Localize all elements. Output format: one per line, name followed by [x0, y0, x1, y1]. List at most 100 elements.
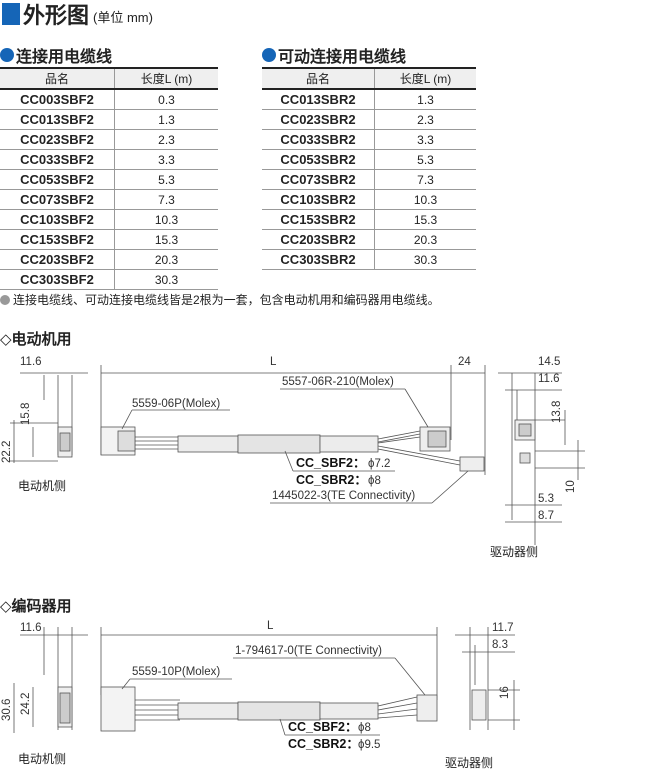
dim-label: 30.6	[1, 699, 13, 721]
dim-label: 10	[565, 480, 577, 493]
length-value: 7.3	[114, 189, 218, 210]
product-name: CC023SBF2	[0, 129, 115, 150]
product-name: CC003SBF2	[0, 89, 115, 110]
length-value: 30.3	[374, 249, 476, 270]
product-name: CC053SBR2	[262, 149, 375, 170]
dim-label: 14.5	[538, 356, 560, 368]
length-value: 30.3	[114, 269, 218, 290]
dim-label: 8.7	[538, 510, 554, 522]
cable-type-label: CC_SBF2：	[296, 456, 365, 470]
connector-label: 5557-06R-210(Molex)	[282, 376, 394, 388]
dim-label: 11.6	[20, 356, 42, 368]
length-value: 2.3	[114, 129, 218, 150]
cable-diameter: ϕ8	[358, 722, 371, 734]
length-value: 1.3	[374, 89, 476, 110]
product-name: CC153SBR2	[262, 209, 375, 230]
dim-label: 22.2	[1, 441, 13, 463]
product-name: CC153SBF2	[0, 229, 115, 250]
driver-side-label: 驱动器侧	[445, 756, 493, 770]
cable-type-label: CC_SBF2：	[288, 720, 357, 734]
dim-label: 11.7	[492, 622, 514, 634]
right-table-heading: 可动连接用电缆线	[262, 43, 406, 67]
length-value: 3.3	[374, 129, 476, 150]
product-name: CC013SBF2	[0, 109, 115, 130]
product-name: CC103SBR2	[262, 189, 375, 210]
product-name: CC053SBF2	[0, 169, 115, 190]
motor-side-label: 电动机侧	[18, 752, 66, 766]
cable-diameter: ϕ8	[368, 475, 381, 487]
length-value: 15.3	[374, 209, 476, 230]
note: 连接电缆线、可动连接电缆线皆是2根为一套，包含电动机用和编码器用电缆线。	[0, 291, 440, 308]
dim-label: L	[270, 356, 277, 368]
cable-diameter: ϕ7.2	[368, 458, 390, 470]
connector-label: 5559-06P(Molex)	[132, 398, 220, 410]
connector-label: 1445022-3(TE Connectivity)	[272, 490, 415, 502]
bullet-icon	[0, 48, 14, 62]
motor-cable-drawing: 11.6 15.8 22.2 电动机侧 L 24 5559-06P(Molex)…	[1, 356, 585, 559]
dim-label: 8.3	[492, 639, 508, 651]
encoder-section-heading: ◇编码器用	[0, 598, 72, 615]
connector-label: 1-794617-0(TE Connectivity)	[235, 645, 382, 657]
dim-label: 24	[458, 356, 471, 368]
encoder-cable-drawing: 11.6 24.2 30.6 电动机侧 L 5559-10P(Molex) 1-…	[1, 620, 520, 770]
length-value: 2.3	[374, 109, 476, 130]
product-name: CC033SBF2	[0, 149, 115, 170]
dim-label: 16	[499, 686, 511, 699]
product-name: CC203SBF2	[0, 249, 115, 270]
product-name: CC203SBR2	[262, 229, 375, 250]
length-value: 3.3	[114, 149, 218, 170]
length-value: 1.3	[114, 109, 218, 130]
length-value: 10.3	[114, 209, 218, 230]
length-value: 0.3	[114, 89, 218, 110]
product-name: CC033SBR2	[262, 129, 375, 150]
dim-label: 13.8	[551, 401, 563, 423]
dim-label: 5.3	[538, 493, 554, 505]
dim-label: 11.6	[20, 622, 42, 634]
length-value: 5.3	[114, 169, 218, 190]
motor-section-heading: ◇电动机用	[0, 331, 72, 348]
product-name: CC073SBF2	[0, 189, 115, 210]
dim-label: L	[267, 620, 274, 632]
dim-label: 15.8	[20, 403, 32, 425]
cable-diameter: ϕ9.5	[358, 739, 380, 751]
length-value: 5.3	[374, 149, 476, 170]
length-value: 10.3	[374, 189, 476, 210]
connector-label: 5559-10P(Molex)	[132, 666, 220, 678]
page-title: 外形图 (单位 mm)	[0, 0, 153, 28]
dim-label: 24.2	[20, 693, 32, 715]
motor-side-label: 电动机侧	[18, 479, 66, 493]
product-name: CC303SBF2	[0, 269, 115, 290]
length-value: 20.3	[374, 229, 476, 250]
title-square-icon	[2, 3, 20, 25]
product-name: CC013SBR2	[262, 89, 375, 110]
cable-type-label: CC_SBR2：	[288, 737, 359, 751]
product-name: CC023SBR2	[262, 109, 375, 130]
cable-type-label: CC_SBR2：	[296, 473, 367, 487]
bullet-icon	[0, 294, 10, 305]
dim-label: 11.6	[538, 373, 560, 385]
bullet-icon	[262, 48, 276, 62]
length-value: 20.3	[114, 249, 218, 270]
product-name: CC103SBF2	[0, 209, 115, 230]
length-value: 7.3	[374, 169, 476, 190]
product-name: CC073SBR2	[262, 169, 375, 190]
